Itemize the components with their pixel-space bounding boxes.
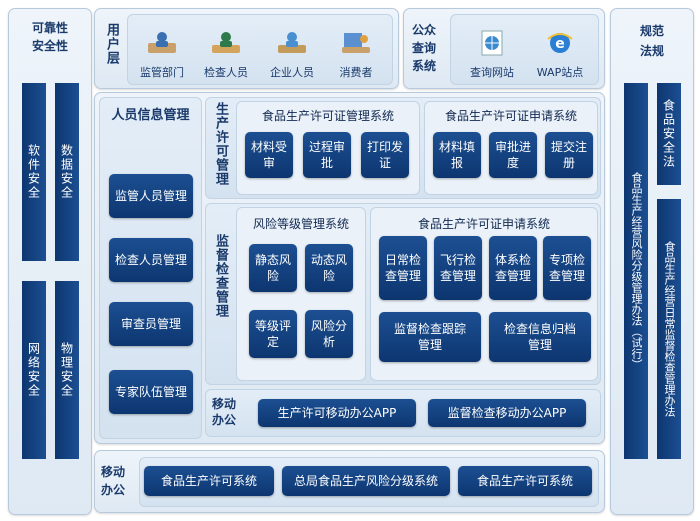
permit-apply-title: 食品生产许可证申请系统: [444, 109, 577, 123]
globe-icon: [481, 30, 503, 56]
software-security-bar: 软件安全: [22, 83, 46, 261]
permit-section: 生产许可管理 食品生产许可证管理系统 材料受审 过程审批 打印发证 食品生产许可…: [205, 97, 601, 199]
user-inspector[interactable]: 检查人员: [198, 29, 254, 80]
supervision-apply-title: 食品生产许可证申请系统: [417, 217, 550, 231]
permit-apply-system: 食品生产许可证申请系统 材料填报 审批进度 提交注册: [424, 101, 598, 195]
data-security-bar: 数据安全: [55, 83, 79, 261]
daily-inspection-regulation-bar: 食品生产经营日常监督检查管理办法: [657, 199, 681, 459]
expert-team-management-button[interactable]: 专家队伍管理: [109, 370, 193, 414]
user-consumer-label: 消费者: [339, 66, 373, 79]
user-icons-area: 监管部门 检查人员 企业人员 消费者: [127, 14, 393, 85]
food-safety-law-bar: 食品安全法: [657, 83, 681, 185]
right-regulation-panel: 规范 法规 食品生产经营风险分级管理办法（试行） 食品安全法 食品生产经营日常监…: [610, 8, 694, 515]
supervision-section: 监督检查管理 风险等级管理系统 静态风险 动态风险 等级评定 风险分析 食品生产…: [205, 203, 601, 385]
permit-mobile-app-button[interactable]: 生产许可移动办公APP: [258, 399, 416, 427]
permit-label: 生产许可管理: [213, 102, 228, 186]
left-title-line2: 安全性: [31, 39, 68, 53]
mobile-office-label-1: 移动办公: [212, 397, 237, 427]
risk-analysis-button[interactable]: 风险分析: [305, 310, 353, 358]
supervision-apply-system: 食品生产许可证申请系统 日常检查管理 飞行检查管理 体系检查管理 专项检查管理 …: [370, 207, 598, 381]
query-area: 查询网站 e WAP站点: [450, 14, 599, 85]
user-enterprise[interactable]: 企业人员: [264, 29, 320, 80]
flight-inspection-button[interactable]: 飞行检查管理: [434, 236, 482, 300]
mobile-office-section-1: 移动办公 生产许可移动办公APP 监督检查移动办公APP: [205, 389, 601, 437]
inspector-management-button[interactable]: 检查人员管理: [109, 238, 193, 282]
reviewer-management-button[interactable]: 审查员管理: [109, 302, 193, 346]
food-permit-system-button-2[interactable]: 食品生产许可系统: [458, 466, 592, 496]
enterprise-icon: [278, 32, 306, 53]
query-website[interactable]: 查询网站: [457, 29, 527, 80]
level-assessment-button[interactable]: 等级评定: [249, 310, 297, 358]
user-consumer[interactable]: 消费者: [328, 29, 384, 80]
left-security-panel: 可靠性 安全性 软件安全 数据安全 网络安全 物理安全: [8, 8, 92, 515]
right-title-line1: 规范: [639, 24, 664, 38]
mobile-office-label-2: 移动办公: [101, 465, 126, 497]
mobile-office-area-2: 食品生产许可系统 总局食品生产风险分级系统 食品生产许可系统: [139, 457, 599, 507]
supervisor-management-button[interactable]: 监管人员管理: [109, 174, 193, 218]
risk-level-system: 风险等级管理系统 静态风险 动态风险 等级评定 风险分析: [236, 207, 366, 381]
personnel-title: 人员信息管理: [111, 108, 190, 123]
supervision-label: 监督检查管理: [213, 234, 228, 318]
personnel-section: 人员信息管理 监管人员管理 检查人员管理 审查员管理 专家队伍管理: [99, 97, 202, 439]
query-website-label: 查询网站: [470, 66, 514, 79]
process-approval-button[interactable]: 过程审批: [303, 132, 351, 178]
user-layer-panel: 用户层 监管部门 检查人员 企业人员 消费者: [94, 8, 399, 89]
user-supervisor-label: 监管部门: [140, 66, 184, 79]
network-security-bar: 网络安全: [22, 281, 46, 459]
inspection-mobile-app-button[interactable]: 监督检查移动办公APP: [428, 399, 586, 427]
svg-text:e: e: [555, 36, 565, 52]
user-supervisor[interactable]: 监管部门: [134, 29, 190, 80]
query-panel: 公众查询系统 查询网站 e WAP站点: [403, 8, 605, 89]
browser-e-icon: e: [547, 33, 573, 53]
material-review-button[interactable]: 材料受审: [245, 132, 293, 178]
user-inspector-label: 检查人员: [204, 66, 248, 79]
physical-security-bar: 物理安全: [55, 281, 79, 459]
dynamic-risk-button[interactable]: 动态风险: [305, 244, 353, 292]
special-inspection-button[interactable]: 专项检查管理: [543, 236, 591, 300]
consumer-icon: [342, 33, 370, 53]
tracking-management-button[interactable]: 监督检查跟踪管理: [379, 312, 481, 362]
material-fill-button[interactable]: 材料填报: [433, 132, 481, 178]
user-enterprise-label: 企业人员: [270, 66, 314, 79]
supervisor-icon: [148, 32, 176, 53]
risk-level-title: 风险等级管理系统: [252, 217, 349, 231]
main-system-panel: 人员信息管理 监管人员管理 检查人员管理 审查员管理 专家队伍管理 生产许可管理…: [94, 92, 605, 444]
permit-mgmt-system: 食品生产许可证管理系统 材料受审 过程审批 打印发证: [236, 101, 420, 195]
daily-inspection-button[interactable]: 日常检查管理: [379, 236, 427, 300]
left-title-line1: 可靠性: [31, 21, 68, 35]
risk-grading-system-button[interactable]: 总局食品生产风险分级系统: [282, 466, 450, 496]
query-label: 公众查询系统: [412, 23, 437, 73]
mobile-office-panel-2: 移动办公 食品生产许可系统 总局食品生产风险分级系统 食品生产许可系统: [94, 450, 605, 513]
inspector-icon: [212, 32, 240, 53]
system-inspection-button[interactable]: 体系检查管理: [489, 236, 537, 300]
right-title: 规范 法规: [611, 21, 693, 61]
permit-mgmt-title: 食品生产许可证管理系统: [261, 109, 394, 123]
food-permit-system-button-1[interactable]: 食品生产许可系统: [144, 466, 274, 496]
left-title: 可靠性 安全性: [9, 19, 91, 55]
query-wap[interactable]: e WAP站点: [525, 29, 595, 80]
right-title-line2: 法规: [639, 44, 664, 58]
print-certificate-button[interactable]: 打印发证: [361, 132, 409, 178]
query-wap-label: WAP站点: [536, 66, 584, 79]
risk-regulation-bar: 食品生产经营风险分级管理办法（试行）: [624, 83, 648, 459]
approval-progress-button[interactable]: 审批进度: [489, 132, 537, 178]
user-layer-label: 用户层: [104, 23, 119, 65]
static-risk-button[interactable]: 静态风险: [249, 244, 297, 292]
archive-management-button[interactable]: 检查信息归档管理: [489, 312, 591, 362]
submit-register-button[interactable]: 提交注册: [545, 132, 593, 178]
